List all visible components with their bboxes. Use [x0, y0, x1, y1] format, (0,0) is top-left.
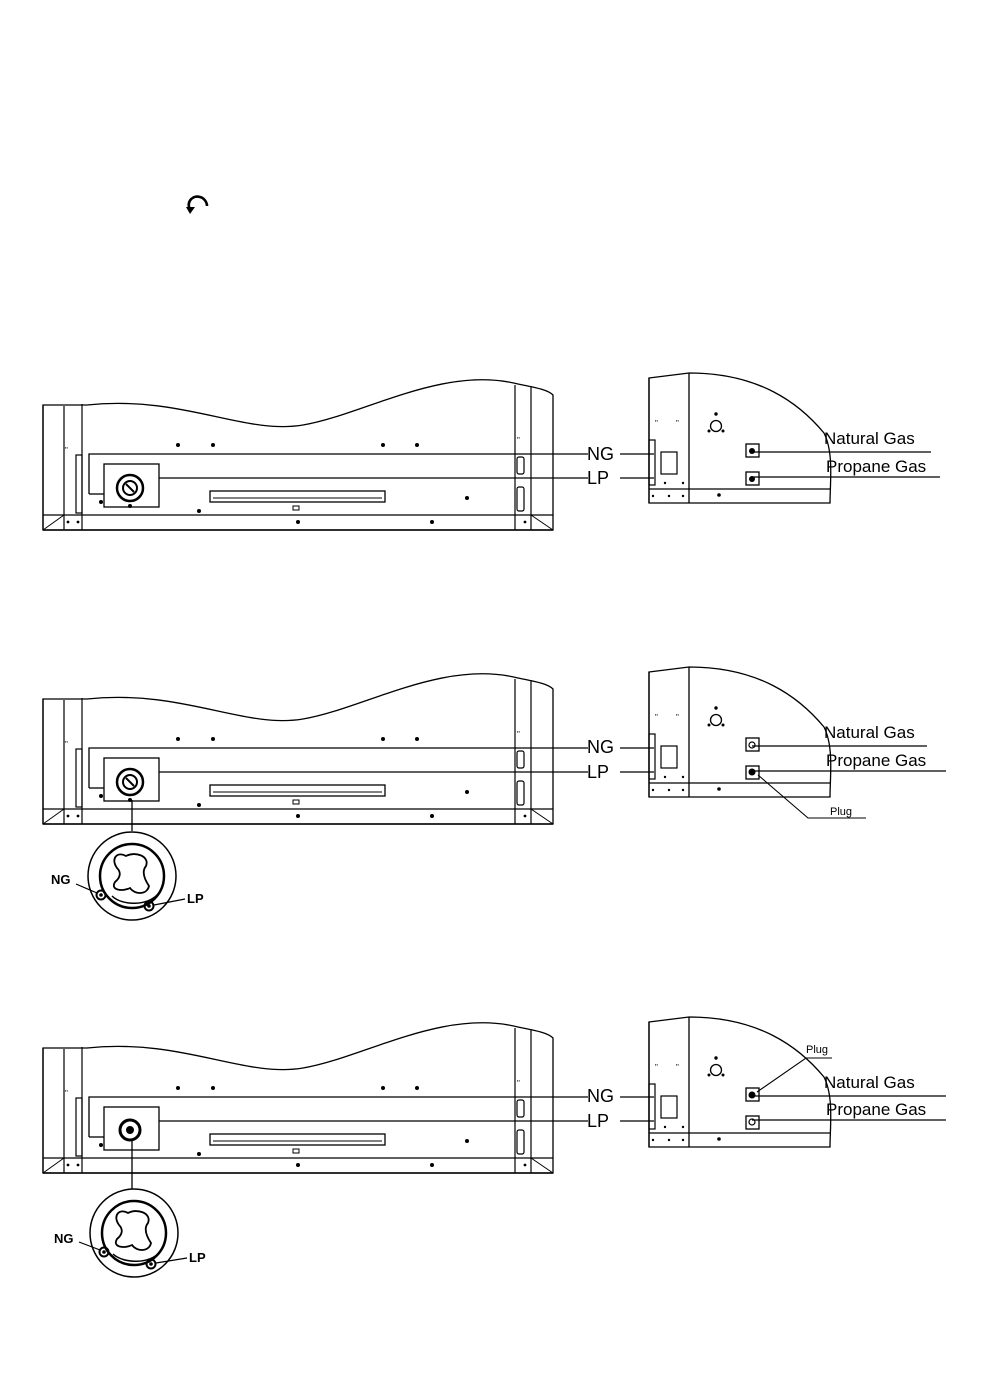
diagram-3: NG LP Natural Gas Propane Gas Plug NG LP [42, 1016, 946, 1278]
appliance-front-view [42, 1021, 554, 1174]
detail-ng-label: NG [51, 872, 71, 887]
diagram-2: NG LP Natural Gas Propane Gas Plug NG LP [42, 666, 946, 921]
propane-gas-label: Propane Gas [826, 457, 926, 476]
appliance-front-view [42, 672, 554, 825]
ng-label: NG [587, 737, 614, 757]
natural-gas-label: Natural Gas [824, 1073, 915, 1092]
appliance-side-view [648, 372, 832, 504]
gas-valve-knob [115, 473, 145, 508]
propane-gas-label: Propane Gas [826, 751, 926, 770]
plug-label: Plug [806, 1044, 828, 1056]
appliance-side-view [648, 666, 832, 798]
diagram-1: NG LP Natural Gas Propane Gas [42, 372, 940, 531]
plug-label: Plug [830, 806, 852, 818]
appliance-side-view [648, 1016, 832, 1148]
gas-valve-knob [118, 1118, 142, 1142]
natural-gas-label: Natural Gas [824, 429, 915, 448]
lp-label: LP [587, 468, 609, 488]
ng-label: NG [587, 1086, 614, 1106]
propane-gas-label: Propane Gas [826, 1100, 926, 1119]
detail-lp-label: LP [187, 891, 204, 906]
lp-label: LP [587, 762, 609, 782]
gas-valve-knob [115, 767, 145, 802]
valve-detail-enlarged [87, 831, 177, 921]
detail-ng-label: NG [54, 1231, 74, 1246]
lp-label: LP [587, 1111, 609, 1131]
detail-lp-label: LP [189, 1250, 206, 1265]
ng-label: NG [587, 444, 614, 464]
appliance-front-view [42, 378, 554, 531]
natural-gas-label: Natural Gas [824, 723, 915, 742]
valve-detail-enlarged [89, 1188, 179, 1278]
counterclockwise-arrow-icon [186, 195, 209, 214]
